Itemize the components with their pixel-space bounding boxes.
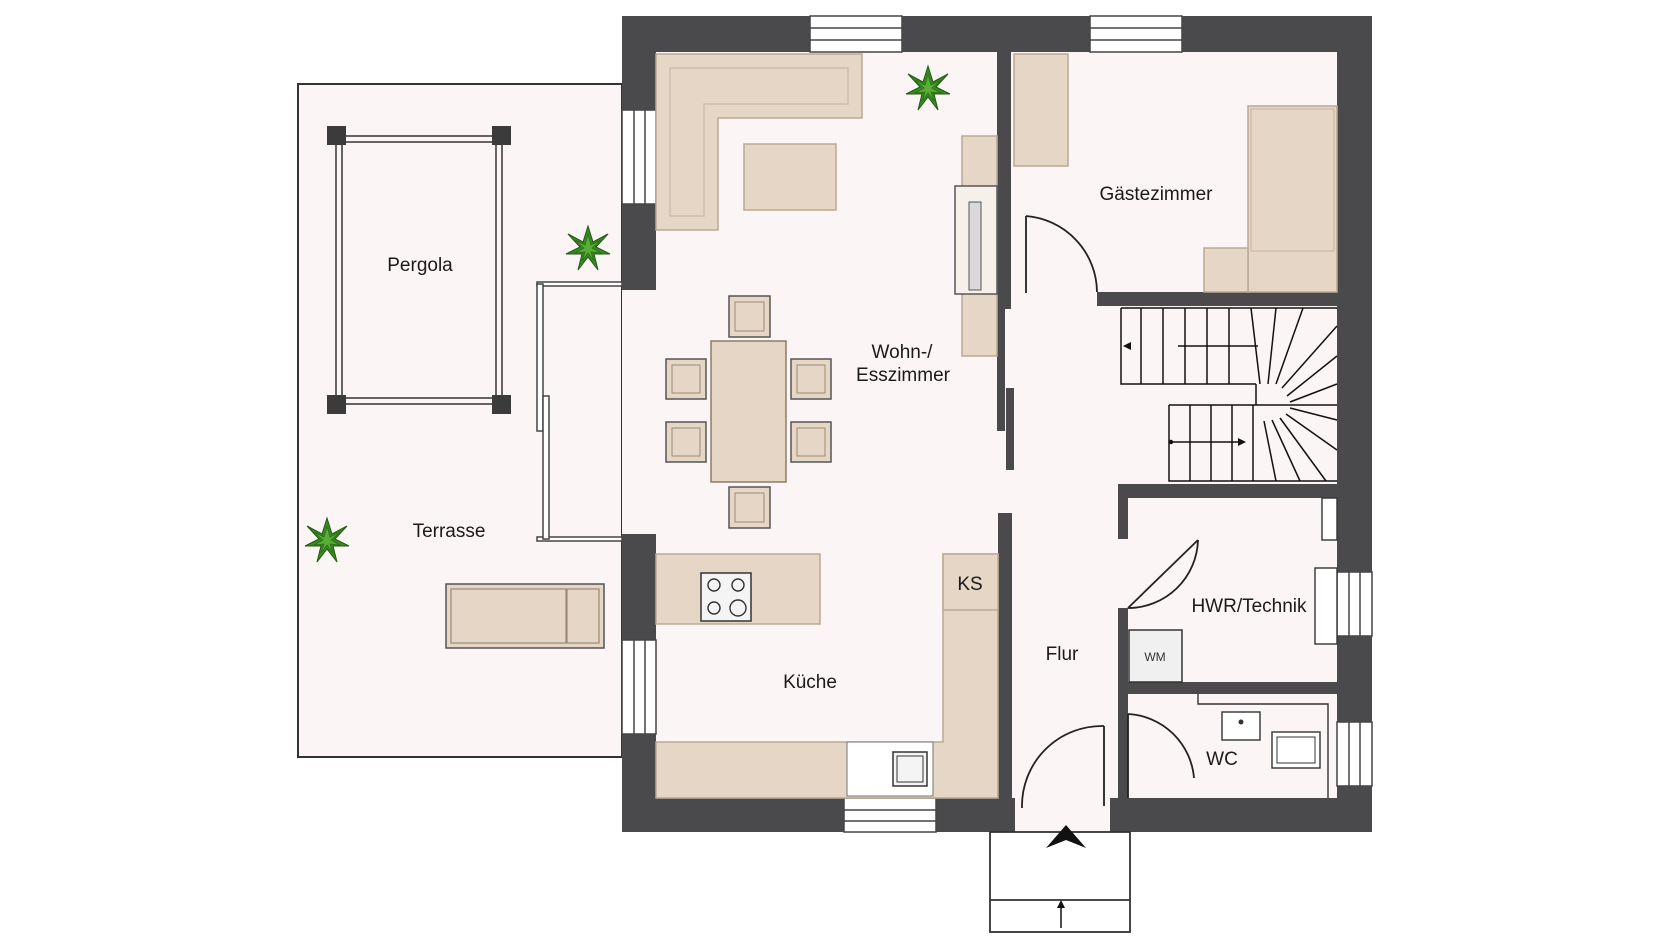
room-label-gaestezimmer: Gästezimmer [1100,184,1214,205]
wall-interior-wc-left [1118,694,1128,714]
tech-unit [1321,497,1338,541]
sun-lounger [445,583,605,649]
terrace-glass-door [536,283,544,432]
staircase [1120,307,1338,482]
room-label-hwr: HWR/Technik [1191,596,1307,617]
dining-chairs [665,295,832,529]
pergola-post [327,126,346,145]
chair [728,295,771,338]
doors [1021,215,1199,809]
room-label-wc: WC [1206,749,1238,770]
window-living-top [809,15,903,53]
window-guest-top [1089,15,1183,53]
wall-top [622,16,1372,52]
terrace-glass-door-2 [542,395,550,540]
tech-cabinet [1314,567,1338,645]
walls [622,16,1372,832]
pergola [327,126,511,414]
pergola-post [492,395,511,414]
corner-sofa [655,53,863,231]
terrace-area [297,83,623,758]
coffee-table [743,143,837,211]
wall-right [1337,16,1372,832]
dining-table [710,340,787,483]
room-label-kueche: Küche [783,672,837,693]
door-guest [1025,215,1098,293]
wall-interior-living-right [997,309,1005,431]
room-label-pergola: Pergola [387,255,453,276]
wc-furniture [1197,694,1329,798]
washbasin-icon [1221,711,1261,741]
window-kitchen-bottom [843,797,937,833]
chair [665,358,707,400]
wall-interior-hwr-top [1118,484,1337,498]
window-kitchen-left [621,639,657,735]
entrance [989,825,1131,933]
washing-machine [1128,629,1183,683]
terrace-door-frame [536,281,623,287]
door-entrance [1021,725,1105,809]
window-wc-right [1336,721,1373,787]
chair [728,486,771,529]
wardrobe [1013,53,1069,167]
room-label-flur: Flur [1046,644,1079,665]
wall-interior-hwr-left [1118,484,1128,539]
wall-interior-kitchen-right [998,513,1012,798]
wall-interior-wc-top [1128,682,1337,694]
room-label-terrasse: Terrasse [413,521,486,542]
door-wc [1127,713,1195,798]
terrace [297,83,623,758]
chair [665,421,707,463]
sink-icon [892,751,928,787]
pergola-post [492,126,511,145]
toilet-icon [1271,731,1321,769]
wall-interior-guest-left [997,52,1011,309]
cooktop-icon [700,572,752,622]
living-furniture [655,53,998,529]
window-living-left [621,109,657,205]
chair [790,358,832,400]
wall-bottom-left [622,798,1015,832]
chair [790,421,832,463]
room-label-wohn: Wohn-/ [872,342,934,363]
guest-furniture [1013,53,1338,293]
wall-bottom-right [1110,798,1372,832]
wall-interior-stub [1006,388,1014,470]
kitchen-furniture [655,553,999,799]
nightstand [1203,247,1249,293]
entrance-landing [989,831,1131,933]
entrance-arrow-icon [1046,825,1086,848]
pergola-post [327,395,346,414]
window-hwr-right [1336,571,1373,637]
windows [621,15,1373,833]
hwr-furniture [1128,497,1338,683]
stairs-arrow-up-icon [1123,342,1131,350]
step-arrow-icon [1057,900,1065,908]
stairs-arrow-down-icon [1238,438,1246,446]
bed [1247,105,1338,293]
fridge [942,553,999,611]
tv-screen [968,201,982,291]
wall-interior-guest-bottom [1097,292,1337,306]
washing-machine-label: WM [1144,650,1165,664]
room-label-esszimmer: Esszimmer [856,365,951,386]
door-hwr [1127,539,1199,609]
fridge-label: KS [957,574,982,595]
